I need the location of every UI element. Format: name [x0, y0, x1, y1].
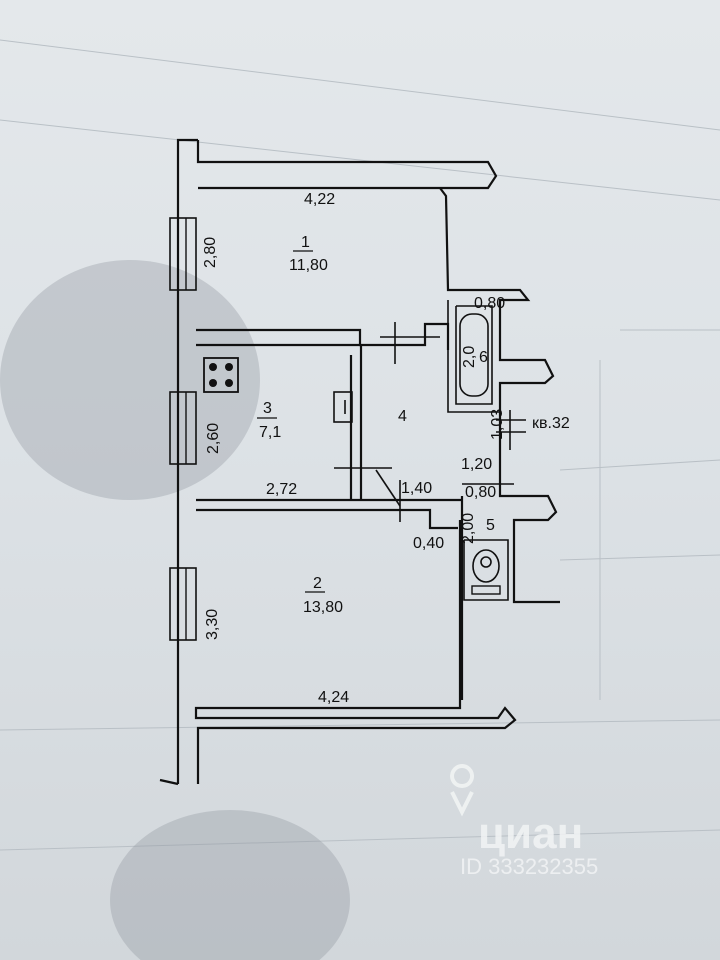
sink-icon: [333, 391, 353, 423]
room1-area: 11,80: [289, 257, 328, 274]
wc-depth-label: 2,00: [460, 513, 477, 544]
bathtub-icon: [459, 313, 489, 397]
shadow: [0, 260, 260, 500]
windows: [169, 217, 197, 641]
room1-width-label: 4,22: [304, 191, 335, 208]
location-pin-icon: [450, 764, 475, 817]
window-room2: [169, 567, 197, 641]
room5-number: 5: [486, 517, 495, 534]
room2-width-label: 4,24: [318, 689, 349, 706]
watermark-id: ID 333232355: [460, 854, 598, 879]
room1-number: 1: [301, 234, 310, 251]
labels: 4,22 2,80 1 11,80 0,80 2,0 6 3 7,1 2,60 …: [202, 191, 570, 706]
window-room1: [169, 217, 197, 291]
wc-top-label: 1,20: [461, 456, 492, 473]
room3-number: 3: [263, 400, 272, 417]
room3-area: 7,1: [259, 424, 281, 441]
background-form-lines: [0, 39, 720, 851]
stove-icon: [203, 357, 239, 393]
apartment-label: кв.32: [532, 415, 570, 432]
room6-number: 6: [479, 349, 488, 366]
door-marks: [334, 322, 526, 522]
hall-width-label: 1,40: [401, 480, 432, 497]
walls: [159, 138, 560, 786]
bath-length-label: 2,0: [461, 346, 478, 368]
wc-width-label: 0,80: [465, 484, 496, 501]
hall-depth-label: 1,03: [489, 409, 506, 440]
watermark-brand: циан: [478, 809, 583, 858]
bath-width-label: 0,80: [474, 295, 505, 312]
watermark: циан ID 333232355: [450, 764, 598, 879]
room4-number: 4: [398, 408, 407, 425]
toilet-icon: [471, 549, 501, 595]
room3-width-label: 2,72: [266, 481, 297, 498]
room1-depth-label: 2,80: [202, 237, 219, 268]
window-room3: [169, 391, 197, 465]
room2-depth-label: 3,30: [204, 609, 221, 640]
shadow: [110, 810, 350, 960]
room3-depth-label: 2,60: [205, 423, 222, 454]
room2-area: 13,80: [303, 599, 343, 616]
wc-offset-label: 0,40: [413, 535, 444, 552]
room2-number: 2: [313, 575, 322, 592]
